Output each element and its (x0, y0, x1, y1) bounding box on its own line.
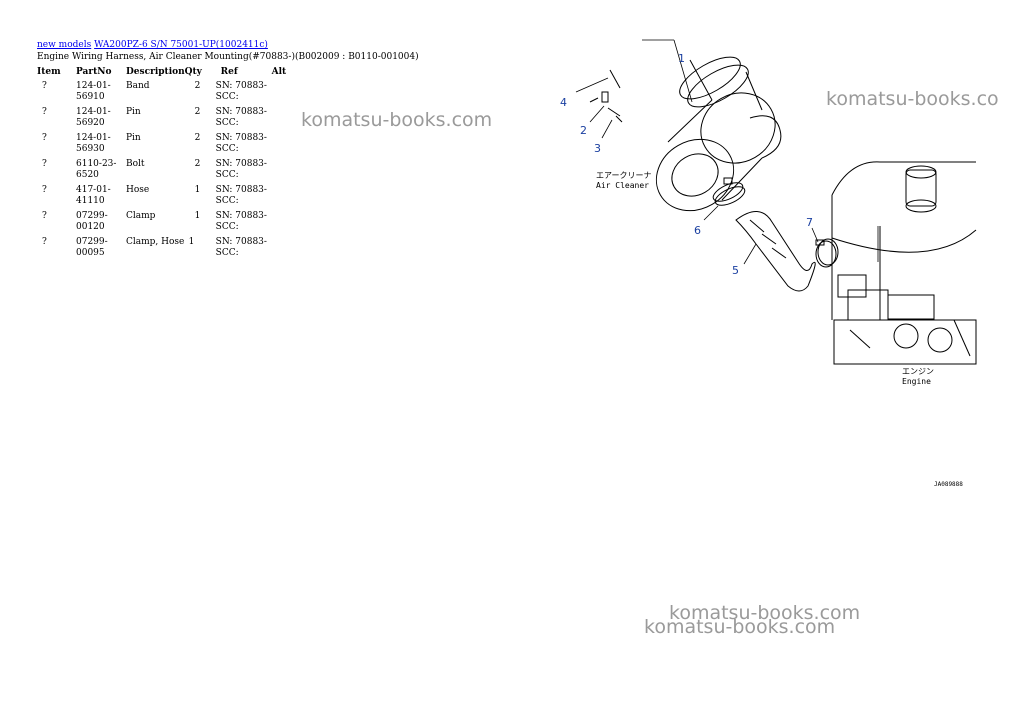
parts-table: Item PartNo Description Qty Ref Alt ? 12… (37, 65, 292, 263)
callout-2: 2 (580, 124, 587, 137)
col-header-description: Description (126, 67, 185, 77)
air-cleaner-drawing (589, 56, 782, 212)
cell-description: Pin (126, 133, 141, 143)
col-header-ref: Ref (220, 67, 238, 77)
cell-description: Band (126, 81, 150, 91)
clamp-6-drawing (712, 177, 746, 206)
cell-item: ? (42, 211, 47, 221)
clamp-7-drawing (815, 238, 839, 268)
air-cleaner-label-jp: エアークリーナ (596, 171, 652, 180)
table-row: ? 124-01-56910 Band 2 SN: 70883-SCC: (37, 81, 292, 107)
callout-4: 4 (560, 96, 567, 109)
cell-partno: 07299-00095 (76, 237, 108, 258)
cell-ref: SN: 70883-SCC: (215, 133, 267, 154)
table-row: ? 417-01-41110 Hose 1 SN: 70883-SCC: (37, 185, 292, 211)
cell-qty: 1 (194, 185, 201, 195)
cell-item: ? (42, 237, 47, 247)
cell-partno: 124-01-56910 (76, 81, 111, 102)
callout-3: 3 (594, 142, 601, 155)
col-header-qty: Qty (184, 67, 202, 77)
cell-item: ? (42, 185, 47, 195)
watermark: komatsu-books.com (669, 602, 861, 624)
cell-description: Clamp (126, 211, 156, 221)
cell-alt (272, 107, 292, 133)
cell-ref: SN: 70883-SCC: (215, 159, 267, 180)
page-title: Engine Wiring Harness, Air Cleaner Mount… (37, 52, 419, 62)
col-header-alt: Alt (271, 67, 287, 77)
cell-partno: 6110-23-6520 (76, 159, 117, 180)
cell-description: Clamp, Hose (126, 237, 185, 247)
cell-ref: SN: 70883-SCC: (215, 211, 267, 232)
engine-label-jp: エンジン (902, 367, 934, 376)
cell-item: ? (42, 81, 47, 91)
cell-ref: SN: 70883-SCC: (215, 185, 267, 206)
leader-lines (575, 39, 879, 265)
callout-6: 6 (694, 224, 701, 237)
table-header-row: Item PartNo Description Qty Ref Alt (37, 65, 292, 81)
cell-alt (272, 185, 292, 211)
cell-item: ? (42, 159, 47, 169)
cell-item: ? (42, 107, 47, 117)
col-header-item: Item (37, 67, 61, 77)
cell-partno: 07299-00120 (76, 211, 108, 232)
hose-drawing (735, 211, 816, 292)
cell-alt (272, 237, 292, 263)
table-row: ? 124-01-56920 Pin 2 SN: 70883-SCC: (37, 107, 292, 133)
cell-partno: 124-01-56930 (76, 133, 111, 154)
cell-item: ? (42, 133, 47, 143)
cell-alt (272, 159, 292, 185)
cell-qty: 1 (194, 211, 201, 221)
col-header-partno: PartNo (76, 67, 112, 77)
watermark: komatsu-books.co (826, 88, 999, 110)
air-cleaner-label: Air Cleaner (596, 181, 649, 190)
new-models-link[interactable]: new models (37, 40, 92, 50)
cell-alt (272, 81, 292, 107)
cell-alt (272, 133, 292, 159)
cell-description: Pin (126, 107, 141, 117)
callout-7: 7 (806, 216, 813, 229)
cell-ref: SN: 70883-SCC: (215, 107, 267, 128)
watermark: komatsu-books.com (301, 109, 493, 131)
table-row: ? 07299-00120 Clamp 1 SN: 70883-SCC: (37, 211, 292, 237)
cell-qty: 1 (188, 237, 195, 247)
cell-ref: SN: 70883-SCC: (215, 81, 267, 102)
cell-description: Bolt (126, 159, 145, 169)
callout-1: 1 (678, 52, 685, 65)
callout-5: 5 (732, 264, 739, 277)
engine-drawing (831, 161, 977, 365)
table-row: ? 124-01-56930 Pin 2 SN: 70883-SCC: (37, 133, 292, 159)
cell-qty: 2 (194, 133, 201, 143)
cell-qty: 2 (194, 159, 201, 169)
breadcrumb: new models WA200PZ-6 S/N 75001-UP(100241… (37, 40, 268, 50)
cell-qty: 2 (194, 107, 201, 117)
model-link[interactable]: WA200PZ-6 S/N 75001-UP(1002411c) (94, 40, 268, 50)
parts-diagram: 1 2 3 4 5 6 7 エアークリーナ Air Cleaner エンジン E… (560, 39, 977, 488)
table-row: ? 6110-23-6520 Bolt 2 SN: 70883-SCC: (37, 159, 292, 185)
cell-partno: 124-01-56920 (76, 107, 111, 128)
cell-description: Hose (126, 185, 150, 195)
figure-id: JA089888 (934, 481, 963, 488)
cell-ref: SN: 70883-SCC: (215, 237, 267, 258)
watermark: komatsu-books.com (644, 616, 836, 638)
engine-label: Engine (902, 377, 931, 386)
cell-alt (272, 211, 292, 237)
cell-qty: 2 (194, 81, 201, 91)
cell-partno: 417-01-41110 (76, 185, 111, 206)
table-row: ? 07299-00095 Clamp, Hose 1 SN: 70883-SC… (37, 237, 292, 263)
